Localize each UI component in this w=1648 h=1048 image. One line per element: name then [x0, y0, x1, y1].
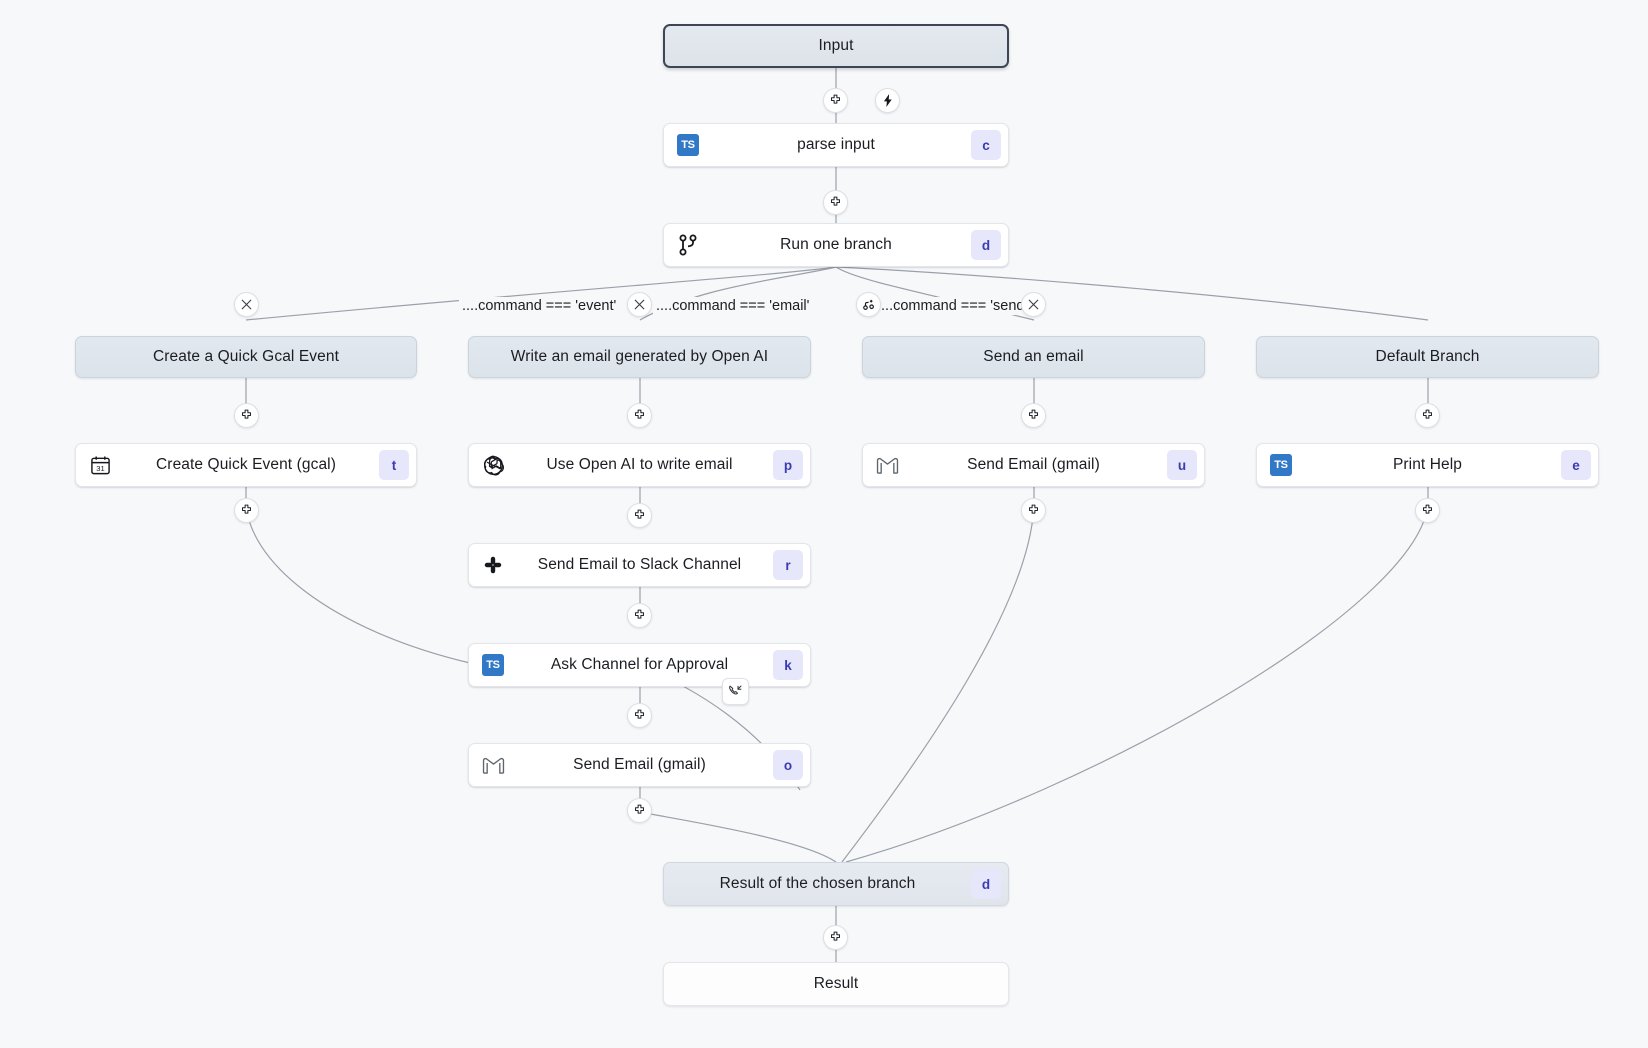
node-run-one-branch-label: Run one branch [780, 236, 892, 253]
trigger-button[interactable] [875, 88, 900, 113]
typescript-icon: TS [675, 132, 701, 158]
node-input[interactable]: Input [663, 24, 1009, 68]
node-send-email-to-slack-channel-shortcut[interactable]: r [773, 550, 803, 580]
gmail-icon [480, 752, 506, 778]
node-ask-channel-for-approval[interactable]: TS Ask Channel for Approval k [468, 643, 811, 687]
close-icon [241, 299, 252, 310]
add-step-button-gmail-right[interactable] [1021, 498, 1046, 523]
add-step-button-input[interactable] [823, 88, 848, 113]
node-run-one-branch-shortcut[interactable]: d [971, 230, 1001, 260]
add-step-button-branch-event[interactable] [234, 403, 259, 428]
plus-icon [830, 931, 841, 941]
remove-branch-button-1[interactable] [234, 292, 259, 317]
node-print-help-shortcut[interactable]: e [1561, 450, 1591, 480]
plus-icon [1422, 504, 1433, 514]
openai-icon [480, 452, 506, 478]
add-branch-button[interactable] [856, 292, 881, 317]
node-branch-header-send[interactable]: Send an email [862, 336, 1205, 378]
add-step-button-parse[interactable] [823, 190, 848, 215]
node-branch-header-send-label: Send an email [983, 348, 1084, 365]
calendar-icon: 31 [87, 452, 113, 478]
node-send-email-gmail-right[interactable]: Send Email (gmail) u [862, 443, 1205, 487]
node-use-openai-to-write-email-shortcut[interactable]: p [773, 450, 803, 480]
node-send-email-gmail-middle[interactable]: Send Email (gmail) o [468, 743, 811, 787]
node-branch-header-email-label: Write an email generated by Open AI [510, 348, 769, 365]
slack-icon [480, 552, 506, 578]
plus-icon [634, 804, 645, 814]
branch-icon [675, 232, 701, 258]
plus-icon [634, 409, 645, 419]
node-print-help[interactable]: TS Print Help e [1256, 443, 1599, 487]
add-step-button-branch-result[interactable] [823, 925, 848, 950]
node-ask-channel-for-approval-shortcut[interactable]: k [773, 650, 803, 680]
node-send-email-to-slack-channel[interactable]: Send Email to Slack Channel r [468, 543, 811, 587]
lightning-icon [883, 94, 892, 107]
plus-icon [241, 409, 252, 419]
add-step-button-branch-send[interactable] [1021, 403, 1046, 428]
svg-text:31: 31 [96, 464, 104, 473]
node-send-email-gmail-right-shortcut[interactable]: u [1167, 450, 1197, 480]
node-branch-result-label: Result of the chosen branch [719, 875, 916, 892]
typescript-icon: TS [1268, 452, 1294, 478]
add-step-button-gmail-middle[interactable] [627, 798, 652, 823]
node-create-quick-event-gcal[interactable]: 31 Create Quick Event (gcal) t [75, 443, 417, 487]
branch-condition-email[interactable]: ....command === 'email' [653, 297, 813, 315]
suspend-approval-badge[interactable] [722, 678, 749, 705]
node-branch-header-default-label: Default Branch [1375, 348, 1480, 365]
node-create-quick-event-gcal-shortcut[interactable]: t [379, 450, 409, 480]
node-branch-header-email[interactable]: Write an email generated by Open AI [468, 336, 811, 378]
plus-icon [1422, 409, 1433, 419]
node-parse-input-label: parse input [797, 136, 875, 153]
add-step-button-slack[interactable] [627, 603, 652, 628]
close-icon [1028, 299, 1039, 310]
remove-branch-button-2[interactable] [627, 292, 652, 317]
add-step-button-openai[interactable] [627, 503, 652, 528]
node-send-email-to-slack-channel-label: Send Email to Slack Channel [537, 556, 742, 573]
node-branch-header-event-label: Create a Quick Gcal Event [153, 348, 339, 365]
node-send-email-gmail-middle-label: Send Email (gmail) [573, 756, 706, 773]
plus-icon [830, 94, 841, 104]
typescript-icon: TS [480, 652, 506, 678]
branch-condition-event[interactable]: ....command === 'event' [459, 297, 620, 315]
add-step-button-branch-default[interactable] [1415, 403, 1440, 428]
node-parse-input-shortcut[interactable]: c [971, 130, 1001, 160]
close-icon [634, 299, 645, 310]
plus-icon [1028, 504, 1039, 514]
node-branch-header-default[interactable]: Default Branch [1256, 336, 1599, 378]
add-step-button-approval[interactable] [627, 703, 652, 728]
branch-condition-send[interactable]: ....command === 'send' [874, 297, 1031, 315]
node-parse-input[interactable]: TS parse input c [663, 123, 1009, 167]
node-send-email-gmail-middle-shortcut[interactable]: o [773, 750, 803, 780]
node-use-openai-to-write-email[interactable]: Use Open AI to write email p [468, 443, 811, 487]
node-branch-header-event[interactable]: Create a Quick Gcal Event [75, 336, 417, 378]
node-input-label: Input [818, 37, 854, 54]
phone-callback-icon [729, 685, 742, 695]
node-print-help-label: Print Help [1392, 456, 1463, 473]
node-branch-result[interactable]: Result of the chosen branch d [663, 862, 1009, 906]
node-send-email-gmail-right-label: Send Email (gmail) [967, 456, 1100, 473]
node-branch-result-shortcut[interactable]: d [971, 869, 1001, 899]
node-ask-channel-for-approval-label: Ask Channel for Approval [550, 656, 729, 673]
remove-branch-button-3[interactable] [1021, 292, 1046, 317]
node-run-one-branch[interactable]: Run one branch d [663, 223, 1009, 267]
node-create-quick-event-gcal-label: Create Quick Event (gcal) [156, 456, 336, 473]
plus-icon [634, 709, 645, 719]
node-result-label: Result [813, 975, 859, 992]
plus-icon [634, 609, 645, 619]
add-step-button-branch-email[interactable] [627, 403, 652, 428]
add-step-button-gcal[interactable] [234, 498, 259, 523]
add-step-button-print-help[interactable] [1415, 498, 1440, 523]
node-use-openai-to-write-email-label: Use Open AI to write email [546, 456, 733, 473]
plus-icon [634, 509, 645, 519]
plus-icon [241, 504, 252, 514]
node-result[interactable]: Result [663, 962, 1009, 1006]
add-branch-icon [862, 299, 874, 310]
plus-icon [1028, 409, 1039, 419]
gmail-icon [874, 452, 900, 478]
plus-icon [830, 196, 841, 206]
